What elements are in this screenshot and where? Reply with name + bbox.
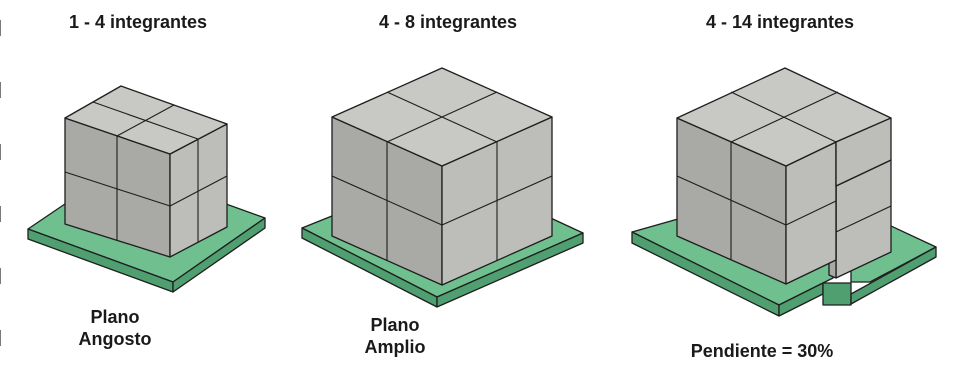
margin-tick xyxy=(0,20,1,36)
panel-1-title: 1 - 4 integrantes xyxy=(68,12,208,32)
margin-tick xyxy=(0,268,1,284)
panel-2-note-line2: Amplio xyxy=(364,337,426,357)
large-block-stack xyxy=(331,67,553,286)
panel-2-title: 4 - 8 integrantes xyxy=(378,12,518,32)
stepped-block-stack xyxy=(676,67,892,285)
margin-tick xyxy=(0,206,1,222)
margin-tick xyxy=(0,82,1,98)
panel-1-note-line2: Angosto xyxy=(78,329,152,349)
panel-2-note-line1: Plano xyxy=(370,315,420,335)
margin-tick xyxy=(0,144,1,160)
small-block-stack xyxy=(64,85,228,258)
panel-1-note-line1: Plano xyxy=(90,307,140,327)
panel-3-title: 4 - 14 integrantes xyxy=(705,12,855,32)
margin-tick xyxy=(0,330,1,346)
panel-3-note: Pendiente = 30% xyxy=(690,341,834,361)
